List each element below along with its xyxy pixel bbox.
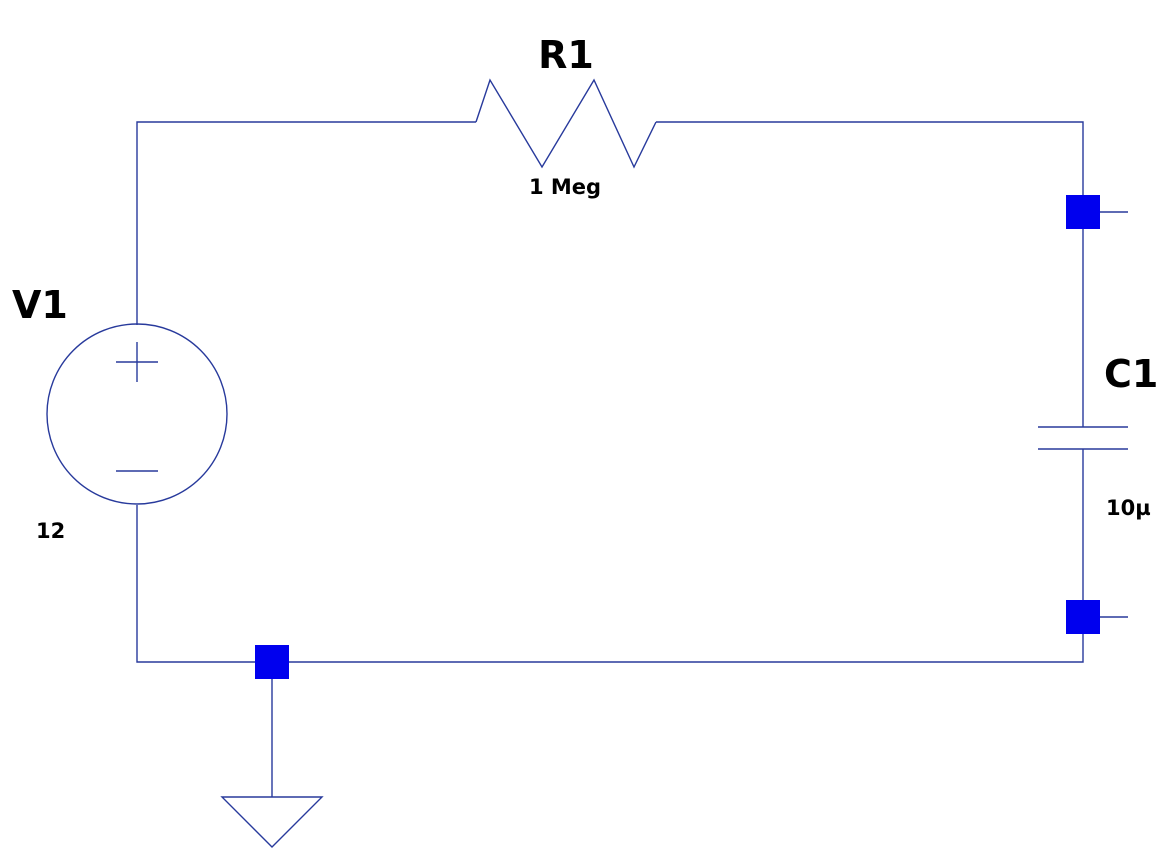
node-markers [255,195,1100,679]
wire-top-right[interactable] [656,121,1084,427]
voltage-source-v1[interactable]: V1 12 [12,283,228,543]
resistor-ref-label: R1 [538,33,594,77]
wire-bottom[interactable] [136,449,1084,663]
voltage-source-circle [46,323,228,505]
node-capacitor-bottom[interactable] [1066,600,1100,634]
node-ground[interactable] [255,645,289,679]
voltage-source-value-label: 12 [36,519,65,543]
voltage-source-ref-label: V1 [12,283,68,327]
wires [136,121,1128,797]
node-capacitor-top[interactable] [1066,195,1100,229]
resistor-value-label: 1 Meg [529,175,601,199]
capacitor-ref-label: C1 [1104,352,1158,396]
capacitor-c1[interactable]: C1 10µ [1038,352,1158,520]
capacitor-value-label: 10µ [1106,496,1151,520]
resistor-r1[interactable]: R1 1 Meg [475,33,657,199]
ground-icon [220,796,324,848]
wire-top-left[interactable] [136,121,476,325]
resistor-zigzag [475,78,657,169]
ground-symbol[interactable] [220,796,324,848]
